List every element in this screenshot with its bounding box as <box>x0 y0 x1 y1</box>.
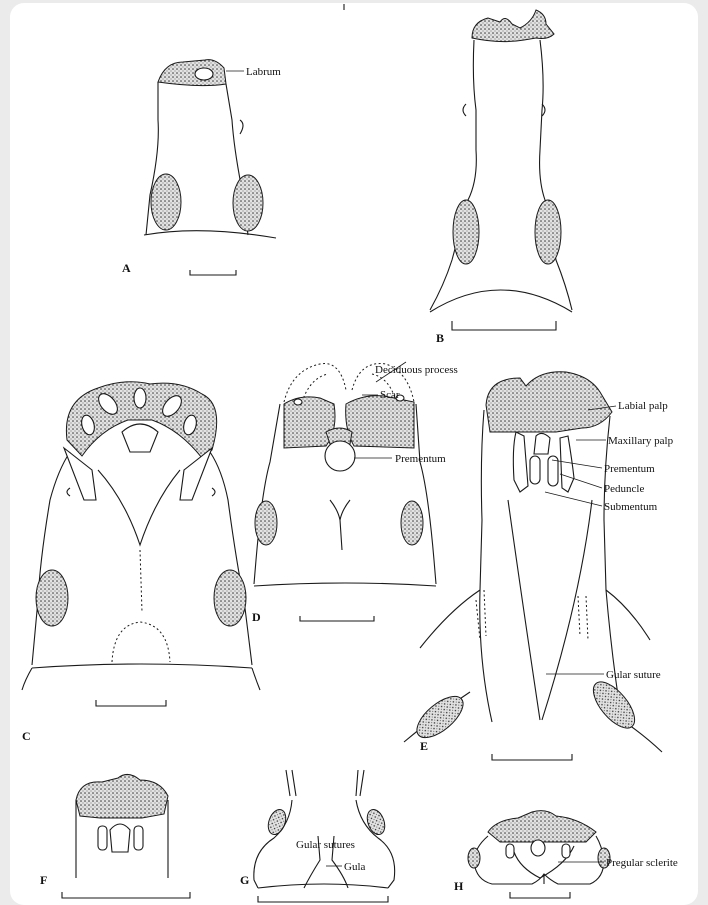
labrum-b <box>472 10 554 42</box>
label-peduncle: Peduncle <box>604 483 644 495</box>
scale-bar-d <box>300 616 374 621</box>
eye-right-b <box>535 200 561 264</box>
panel-b: B <box>430 10 572 345</box>
mandible-left-d <box>284 397 335 448</box>
panel-letter-g: G <box>240 873 249 887</box>
panel-d: Deciduous process Scar Prementum D <box>252 362 458 624</box>
panel-letter-h: H <box>454 879 464 893</box>
panel-e: Labial palp Maxillary palp Prementum Ped… <box>404 372 674 760</box>
scale-bar-b <box>452 321 556 330</box>
scale-bar-g <box>258 896 388 902</box>
label-deciduous-process: Deciduous process <box>375 364 458 376</box>
eye-left <box>151 174 181 230</box>
label-labial-palp: Labial palp <box>618 400 668 412</box>
scale-bar-f <box>62 892 190 898</box>
label-submentum: Submentum <box>604 501 658 513</box>
eye-left-c <box>36 570 68 626</box>
mandibles-e <box>486 372 612 432</box>
scale-bar-a <box>190 270 236 275</box>
scale-bar-c <box>96 700 166 706</box>
label-gular-sutures: Gular sutures <box>296 839 355 851</box>
panel-letter-f: F <box>40 873 47 887</box>
label-gular-suture: Gular suture <box>606 669 661 681</box>
mandible-right-d <box>346 396 414 448</box>
label-pregular-sclerite: Pregular sclerite <box>606 857 678 869</box>
prementum-d <box>325 441 355 471</box>
panel-f: F <box>40 774 190 898</box>
labrum-shape <box>158 60 226 86</box>
panel-a: Labrum A <box>122 60 281 275</box>
label-maxillary-palp: Maxillary palp <box>608 435 674 447</box>
eye-right-g <box>364 807 388 837</box>
label-prementum-d: Prementum <box>395 453 446 465</box>
eye-left-e <box>410 689 470 745</box>
eye-left-b <box>453 200 479 264</box>
label-prementum-e: Prementum <box>604 463 655 475</box>
scale-bar-e <box>492 754 572 760</box>
panel-letter-c: C <box>22 729 31 743</box>
eye-left-h <box>468 848 480 868</box>
panel-c: C <box>22 382 260 743</box>
label-gula: Gula <box>344 861 366 873</box>
scale-bar-h <box>510 892 570 898</box>
labrum-notch <box>195 68 213 80</box>
eye-right <box>233 175 263 231</box>
panel-letter-e: E <box>420 739 428 753</box>
mandibles-f <box>76 774 168 818</box>
eye-right-d <box>401 501 423 545</box>
panel-letter-a: A <box>122 261 131 275</box>
label-labrum: Labrum <box>246 66 281 78</box>
panel-g: Gular sutures Gula G <box>240 770 395 902</box>
panel-letter-b: B <box>436 331 444 345</box>
panel-letter-d: D <box>252 610 261 624</box>
mandibles-h <box>488 811 596 842</box>
eye-left-g <box>265 807 289 837</box>
eye-right-e <box>586 675 642 735</box>
eye-left-d <box>255 501 277 545</box>
eye-right-c <box>214 570 246 626</box>
panel-h: Pregular sclerite H <box>454 811 678 898</box>
label-scar: Scar <box>380 389 400 401</box>
